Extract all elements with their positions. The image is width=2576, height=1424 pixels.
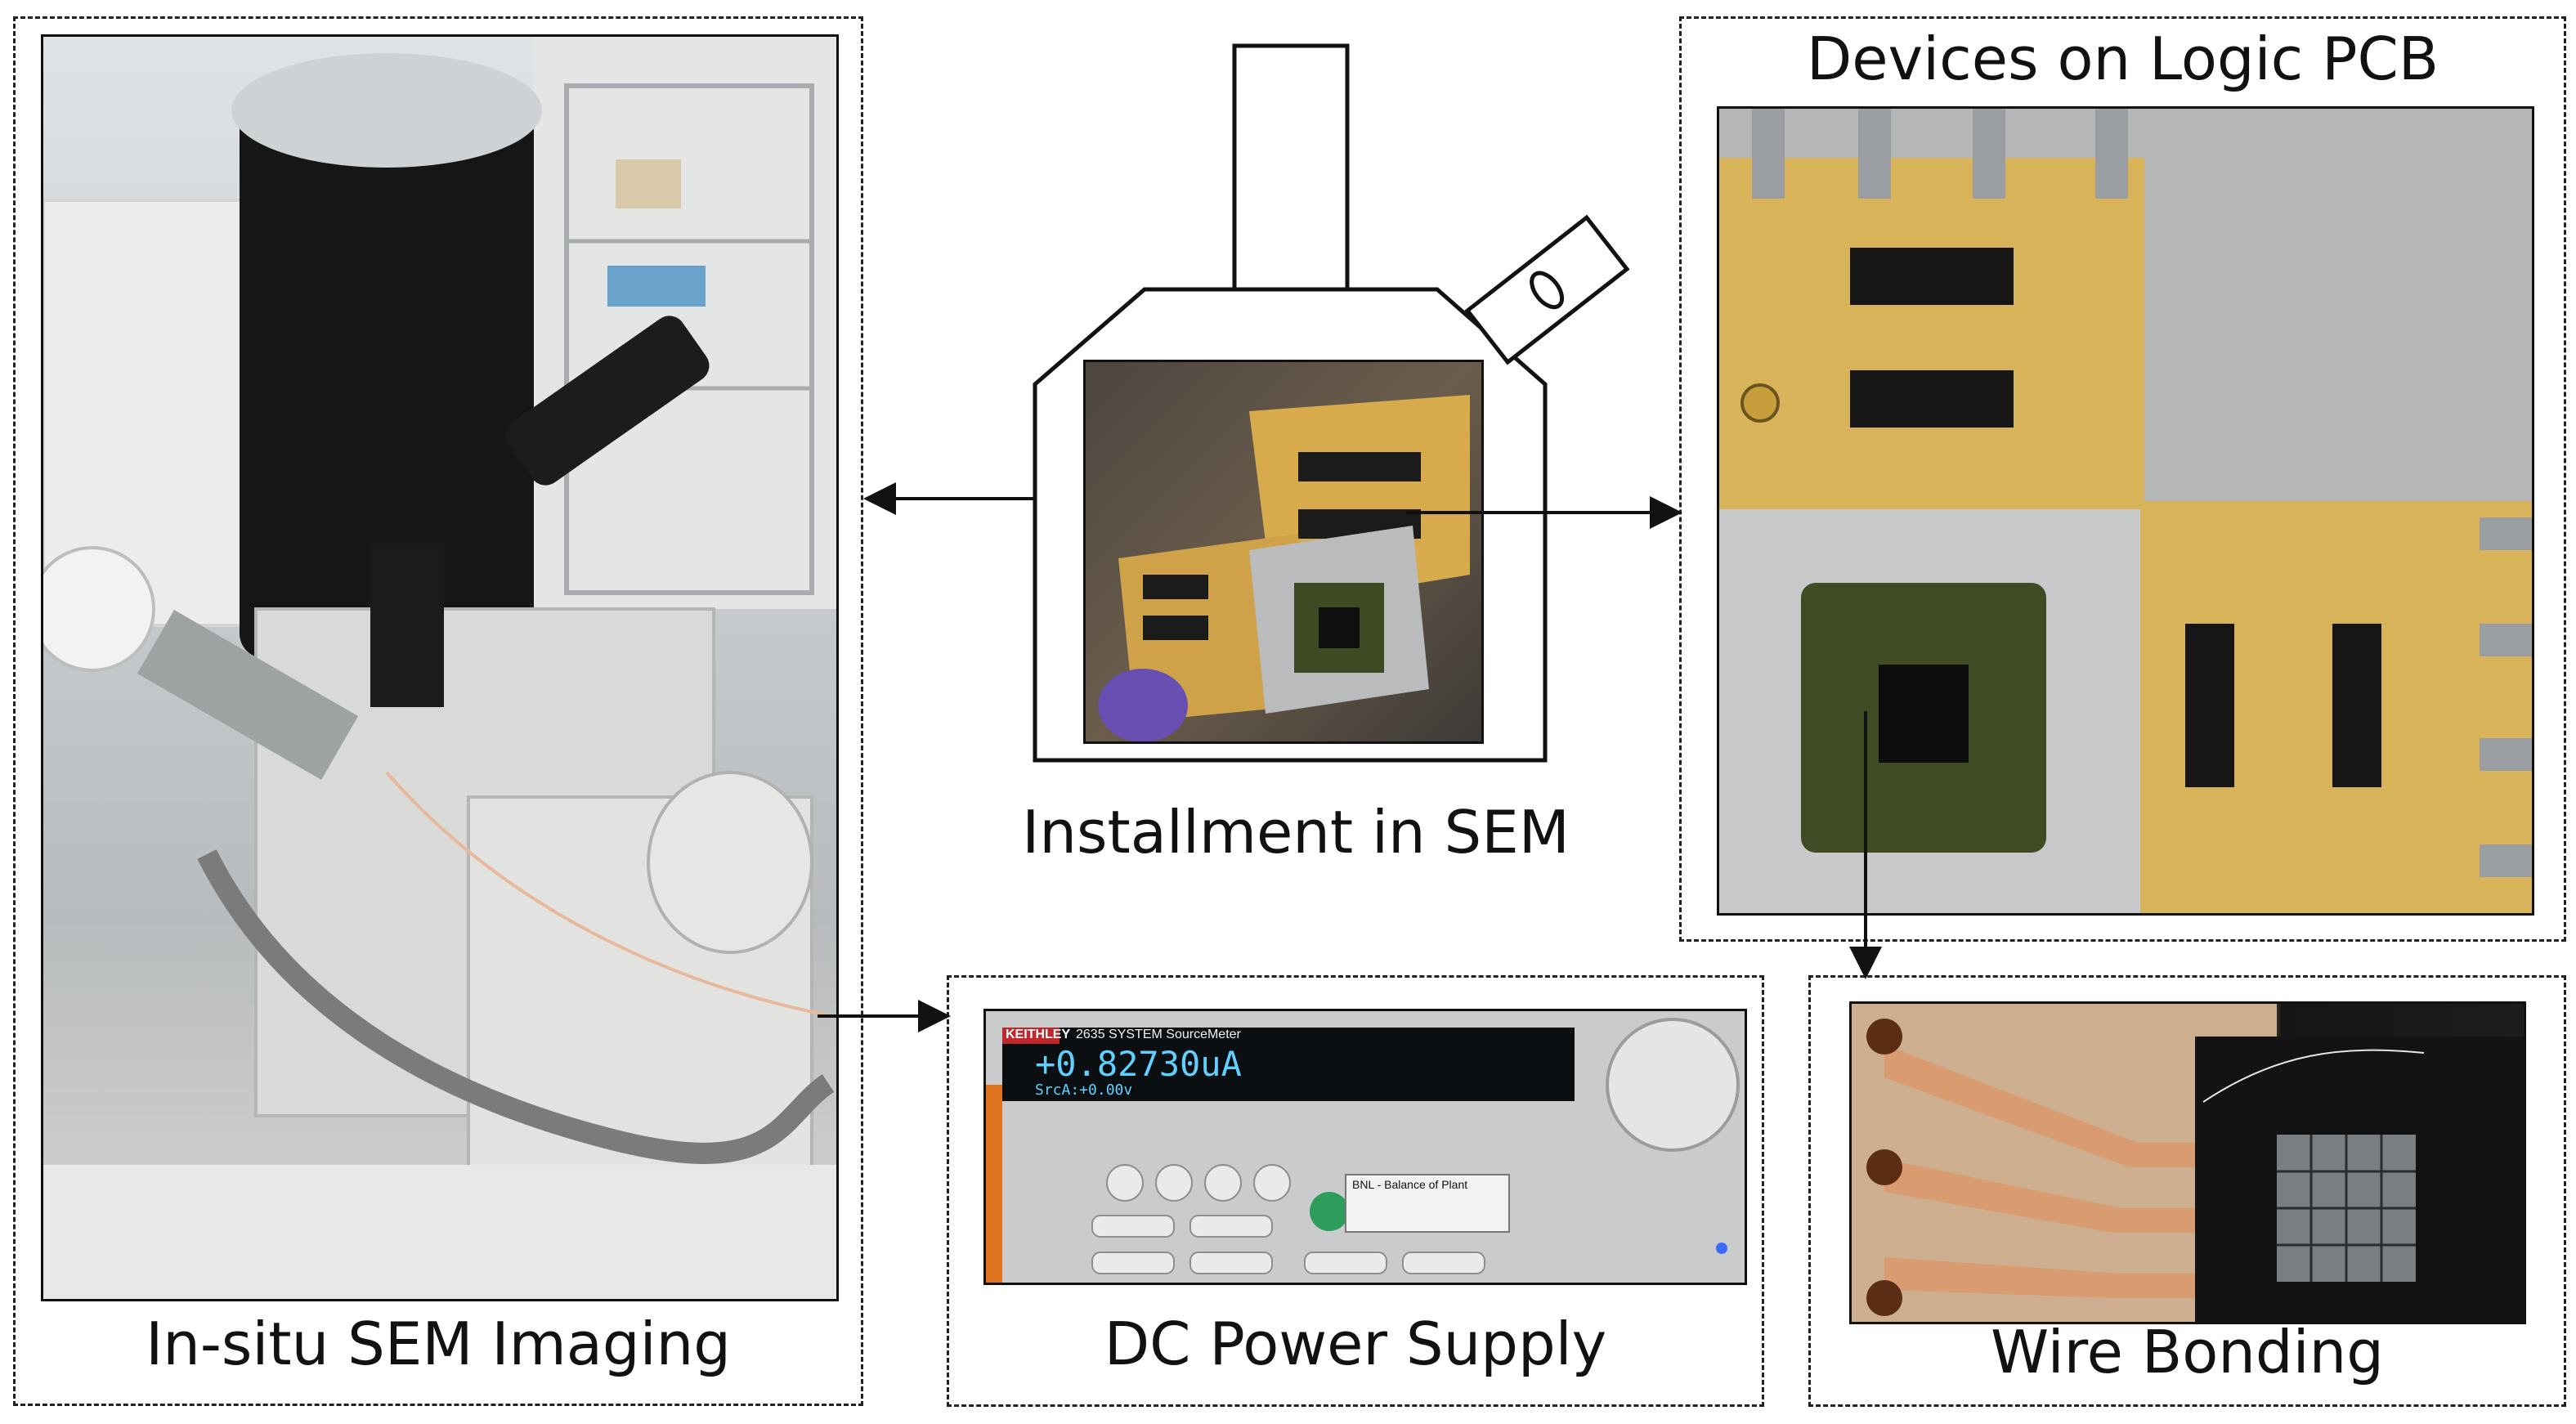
- wire-bonding-illustration: [1852, 1004, 2524, 1322]
- sourcemeter-brand: KEITHLEY: [1006, 1028, 1071, 1041]
- wire-bonding-panel: [1808, 975, 2566, 1407]
- sourcemeter-illustration: [986, 1011, 1745, 1283]
- sem-imaging-panel: [13, 16, 863, 1406]
- logic-pcb-illustration: [1719, 109, 2532, 913]
- installment-caption: Installment in SEM: [1022, 798, 1570, 866]
- sourcemeter-asset-tag: BNL - Balance of Plant: [1352, 1178, 1468, 1191]
- sourcemeter-main-reading: +0.82730uA: [1035, 1044, 1242, 1084]
- logic-pcb-photo: [1717, 106, 2534, 916]
- dc-power-caption: DC Power Supply: [1104, 1310, 1607, 1378]
- wire-bonding-caption: Wire Bonding: [1991, 1318, 2384, 1386]
- installment-illustration: [1098, 395, 1470, 741]
- sem-imaging-caption: In-situ SEM Imaging: [146, 1310, 731, 1378]
- sem-instrument-illustration: [43, 37, 836, 1299]
- installment-photo: [1083, 360, 1484, 744]
- logic-pcb-panel: [1679, 16, 2566, 942]
- sem-instrument-photo: [41, 34, 839, 1301]
- logic-pcb-caption: Devices on Logic PCB: [1806, 25, 2439, 93]
- wire-bonding-photo: [1849, 1001, 2526, 1324]
- sourcemeter-model: 2635 SYSTEM SourceMeter: [1076, 1028, 1241, 1041]
- sourcemeter-sub-reading: SrcA:+0.00v: [1035, 1081, 1133, 1099]
- dc-power-panel: [947, 975, 1764, 1407]
- dc-power-photo: KEITHLEY 2635 SYSTEM SourceMeter +0.8273…: [983, 1009, 1747, 1285]
